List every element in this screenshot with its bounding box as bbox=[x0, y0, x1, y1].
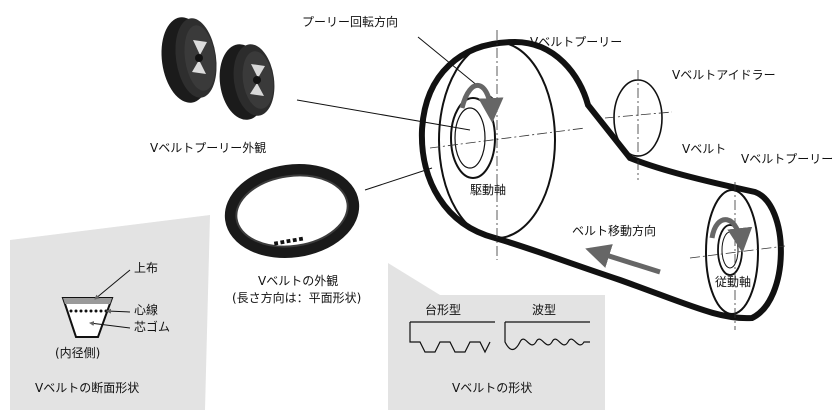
label-drive-shaft: 駆動軸 bbox=[470, 183, 506, 197]
driven-rotation-arrow bbox=[709, 217, 753, 253]
label-cross-section-title: Vベルトの断面形状 bbox=[35, 380, 139, 395]
driven-pulley-face bbox=[705, 189, 759, 315]
drive-rotation-arrow bbox=[459, 83, 504, 123]
pulley-photo-left bbox=[161, 17, 217, 103]
svg-text:■ ■ ■ ■ ■: ■ ■ ■ ■ ■ bbox=[273, 236, 304, 247]
label-top-cloth: 上布 bbox=[134, 261, 158, 275]
trapezoid-profile bbox=[409, 321, 495, 354]
drive-hub bbox=[450, 97, 496, 179]
label-core-rubber: 芯ゴム bbox=[134, 319, 170, 334]
drive-pulley-face bbox=[438, 41, 556, 239]
label-belt-appearance-note: (長さ方向は：平面形状) bbox=[232, 290, 361, 305]
label-v-belt-pulley-top: Vベルトプーリー bbox=[530, 35, 622, 49]
label-pulley-rotation-direction: プーリー回転方向 bbox=[302, 14, 398, 29]
label-v-belt: Vベルト bbox=[682, 142, 726, 156]
belt-outline bbox=[418, 38, 784, 322]
label-core-wire: 心線 bbox=[134, 302, 158, 317]
label-belt-travel-direction: ベルト移動方向 bbox=[572, 223, 656, 238]
rotation-arrows bbox=[459, 83, 753, 253]
label-inner-side: (内径側) bbox=[55, 346, 100, 360]
wave-profile bbox=[504, 321, 590, 351]
label-v-belt-pulley-right: Vベルトプーリー bbox=[741, 152, 833, 166]
belt-travel-arrow bbox=[585, 244, 661, 275]
v-belt-photo: ■ ■ ■ ■ ■ bbox=[224, 163, 360, 259]
label-trapezoid-type: 台形型 bbox=[425, 302, 461, 317]
label-belt-shape-title: Vベルトの形状 bbox=[452, 381, 532, 395]
label-pulley-appearance: Vベルトプーリー外観 bbox=[150, 141, 266, 155]
top-cloth-band bbox=[63, 298, 112, 304]
label-wave-type: 波型 bbox=[532, 303, 556, 317]
pulley-photo-right bbox=[219, 44, 275, 120]
center-lines bbox=[429, 30, 786, 330]
label-v-belt-idler: Vベルトアイドラー bbox=[672, 68, 776, 82]
label-driven-shaft: 従動軸 bbox=[715, 275, 751, 289]
belt-shape-panel bbox=[388, 263, 605, 410]
label-belt-appearance: Vベルトの外観 bbox=[258, 274, 338, 288]
cross-section-drawing bbox=[61, 269, 131, 338]
